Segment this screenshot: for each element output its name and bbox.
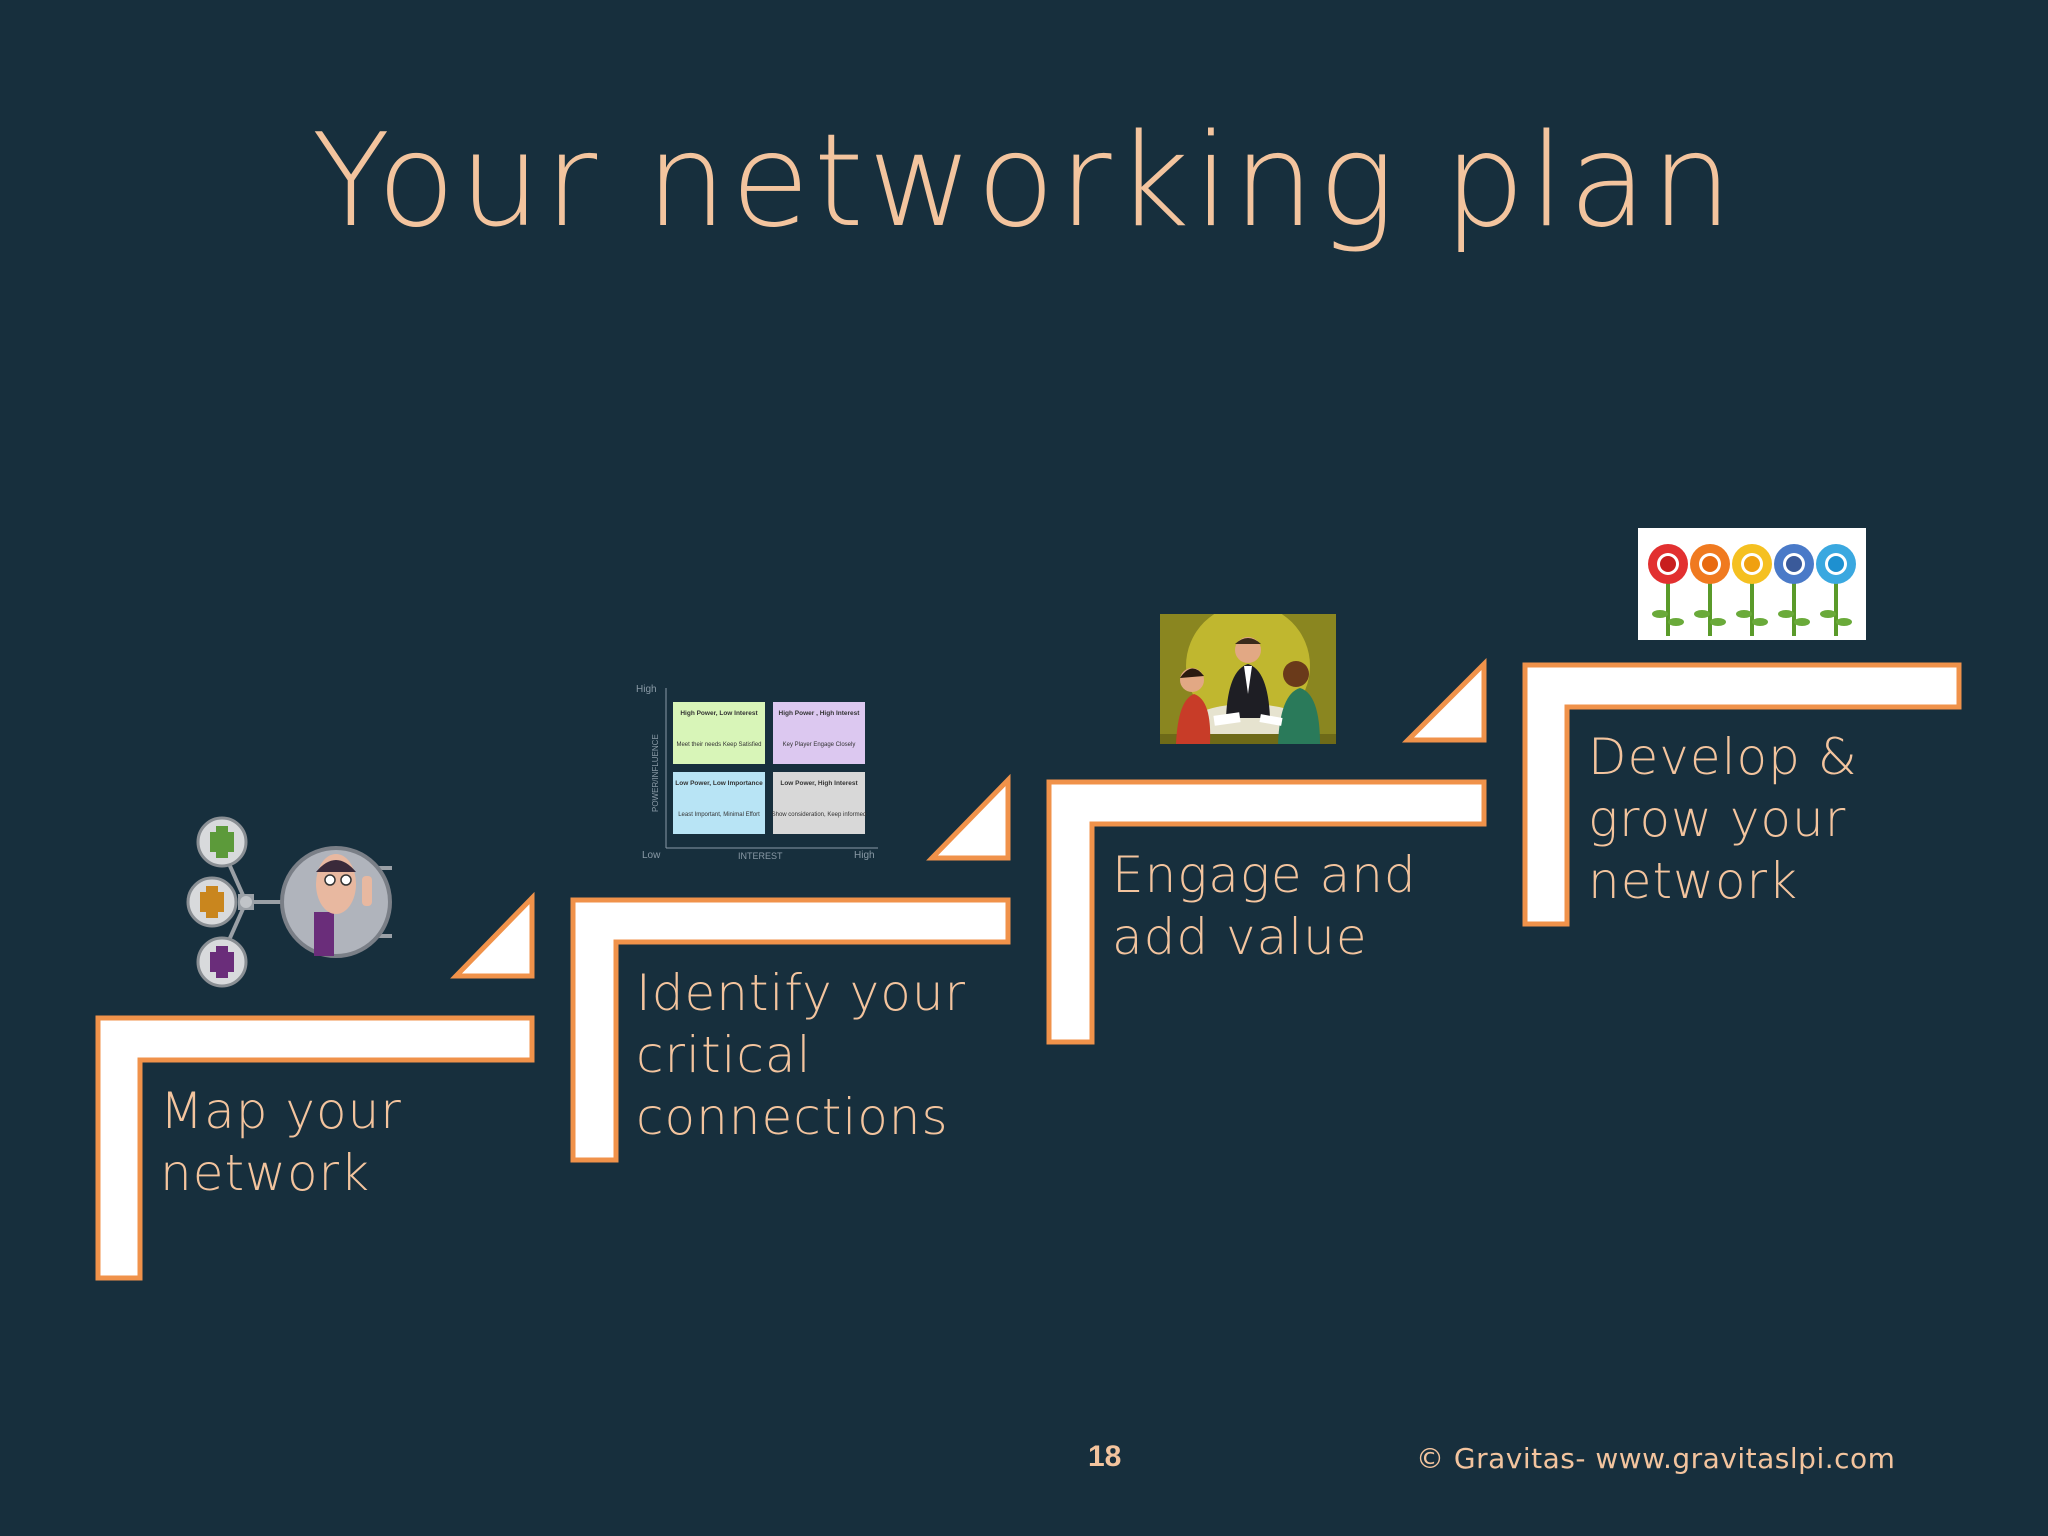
grid-cell-text: Least Important, Minimal Effort	[678, 812, 760, 818]
grid-x-low: Low	[642, 850, 661, 861]
footer-copyright: © Gravitas- www.gravitaslpi.com	[1416, 1442, 1896, 1475]
grid-cell-text: Show consideration, Keep informed	[772, 812, 867, 818]
step-1-label-line: network	[160, 1144, 371, 1202]
step-3-triangle	[1401, 657, 1487, 743]
grid-y-axis-label: POWER/INFLUENCE	[651, 734, 660, 812]
grid-cell	[673, 772, 765, 834]
grid-cell-title: Low Power, Low Importance	[675, 780, 763, 787]
grid-cell	[773, 772, 865, 834]
meeting-image	[1160, 614, 1336, 744]
step-4-label-line: grow your	[1588, 790, 1847, 848]
network-map-icon	[186, 816, 392, 988]
step-3-label-line: Engage and	[1112, 846, 1417, 904]
step-2-label-line: critical	[636, 1026, 812, 1084]
step-3-bracket	[1046, 779, 1487, 1045]
grid-cell-title: Low Power, High Interest	[780, 780, 858, 787]
step-4-label-line: network	[1588, 852, 1799, 910]
grid-cell-title: High Power , High Interest	[779, 710, 861, 717]
step-2-bracket	[570, 897, 1011, 1163]
power-interest-grid-image: High Low High INTEREST POWER/INFLUENCE H…	[636, 684, 878, 861]
step-2-label: Identify your critical connections	[636, 962, 966, 1148]
step-4-label: Develop & grow your network	[1588, 726, 1858, 912]
grid-cell-text: Key Player Engage Closely	[783, 742, 856, 748]
step-1-label: Map your network	[160, 1080, 402, 1204]
grid-x-axis-label: INTEREST	[738, 851, 783, 861]
page-number: 18	[1088, 1440, 1122, 1473]
step-1-label-line: Map your	[160, 1082, 402, 1140]
step-2-triangle	[926, 773, 1011, 861]
social-flowers-image	[1638, 528, 1866, 640]
step-2-label-line: Identify your	[636, 964, 967, 1022]
grid-cell	[673, 702, 765, 764]
grid-cell	[773, 702, 865, 764]
step-3-label: Engage and add value	[1112, 844, 1417, 968]
grid-cell-title: High Power, Low Interest	[680, 710, 758, 717]
page-title: Your networking plan	[311, 107, 1737, 256]
step-4-bracket	[1522, 662, 1962, 927]
grid-cell-text: Meet their needs Keep Satisfied	[676, 742, 761, 748]
step-1-bracket	[95, 1015, 535, 1281]
grid-y-high: High	[636, 684, 657, 695]
step-4-label-line: Develop &	[1588, 728, 1858, 786]
grid-x-high: High	[854, 850, 875, 861]
step-3-label-line: add value	[1112, 908, 1368, 966]
step-2-label-line: connections	[636, 1088, 949, 1146]
step-1-triangle	[450, 891, 535, 979]
